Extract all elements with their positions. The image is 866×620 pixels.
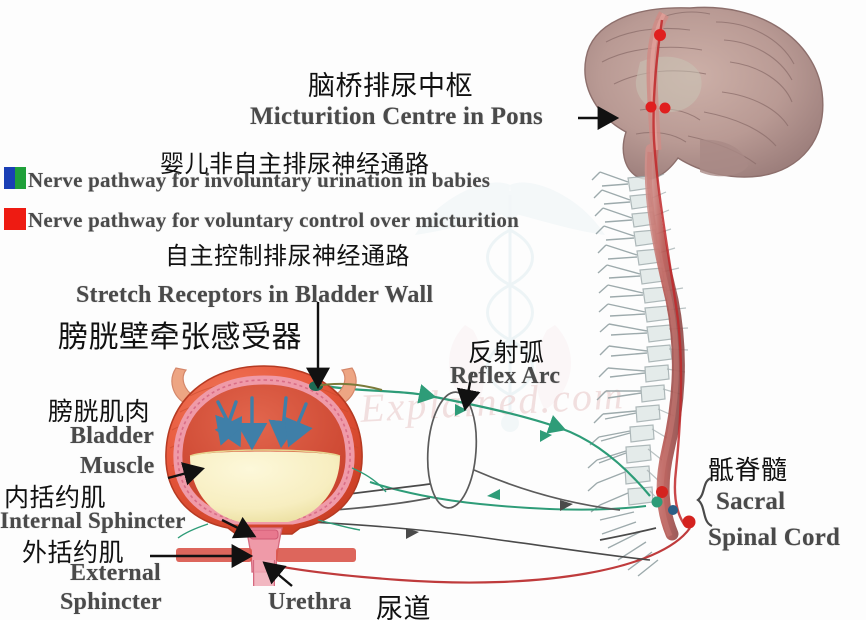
sacral-spinal-cord-label-en-line2: Spinal Cord [708,524,841,551]
external-sphincter-label-en-line2: Sphincter [60,589,162,615]
legend-item-1-swatch [4,208,26,230]
urethra-label-en: Urethra [268,589,352,615]
pons-label-en: Micturition Centre in Pons [250,103,543,130]
legend-item-0-label-en: Nerve pathway for involuntary urination … [28,168,491,192]
urethra-label-cn: 尿道 [376,594,431,620]
sacral-brace [696,476,713,528]
stretch-receptors-label-en: Stretch Receptors in Bladder Wall [76,282,434,308]
pons-label-cn: 脑桥排尿中枢 [308,71,473,102]
external-sphincter-label-en-line1: External [70,560,161,586]
bladder-muscle-label-en-line1: Bladder [70,423,155,449]
internal-sphincter-label-en: Internal Sphincter [0,508,186,533]
legend-item-0-swatch [4,167,26,189]
bladder-muscle-label-cn: 膀胱肌肉 [48,397,151,426]
external-sphincter-label-cn: 外括约肌 [22,538,125,567]
bladder-muscle-label-en-line2: Muscle [80,453,155,479]
sacral-spinal-cord-label-cn: 骶脊髓 [708,456,788,486]
legend-item-1-label-en: Nerve pathway for voluntary control over… [28,208,520,232]
internal-sphincter-label-cn: 内括约肌 [4,483,107,512]
voluntary-nerve-pathway-red [249,19,696,584]
sacral-spinal-cord-label-en-line1: Sacral [716,488,786,515]
legend-item-1-label-cn: 自主控制排尿神经通路 [165,242,410,270]
reflex-arc-label-cn: 反射弧 [468,338,545,367]
legend-item-0-label-cn: 婴儿非自主排尿神经通路 [160,150,430,178]
stretch-receptors-label-cn: 膀胱壁牵张感受器 [58,320,302,355]
brain-illustration [584,6,824,180]
reflex-arc-label-en: Reflex Arc [450,363,561,389]
